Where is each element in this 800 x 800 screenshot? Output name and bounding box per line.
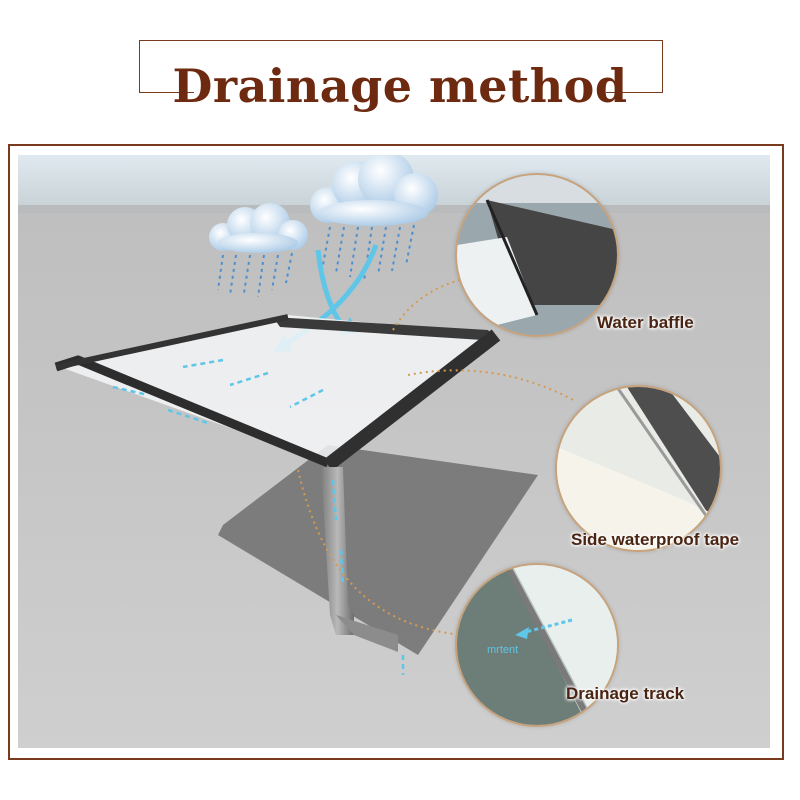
title-underline-left <box>139 92 194 93</box>
gutter-beam <box>323 329 501 471</box>
water-baffle-detail <box>455 173 619 337</box>
side-beam <box>55 314 289 370</box>
drainage-track-detail: mrtent <box>455 563 619 727</box>
canopy-shadow <box>218 445 538 655</box>
flow-arrows <box>112 358 405 675</box>
drain-outlet <box>336 615 398 652</box>
canopy-roof <box>60 315 496 463</box>
cloud-small-icon <box>209 203 308 253</box>
drainage-track-label: Drainage track <box>566 684 685 703</box>
rain-drops-large <box>322 224 415 282</box>
callout-leader-lines <box>297 274 574 636</box>
watermark-text: mrtent <box>487 644 518 656</box>
side-tape-label: Side waterproof tape <box>571 530 740 549</box>
support-post <box>321 467 354 635</box>
water-baffle-label: Water baffle <box>597 313 694 332</box>
side-tape-detail <box>555 385 722 552</box>
cloud-large-icon <box>310 155 438 226</box>
title-border <box>139 40 663 93</box>
rain-drops-small <box>217 252 293 298</box>
title-underline-right <box>606 92 662 93</box>
water-baffle-beam <box>273 317 498 341</box>
page-title: Drainage method <box>172 59 628 113</box>
